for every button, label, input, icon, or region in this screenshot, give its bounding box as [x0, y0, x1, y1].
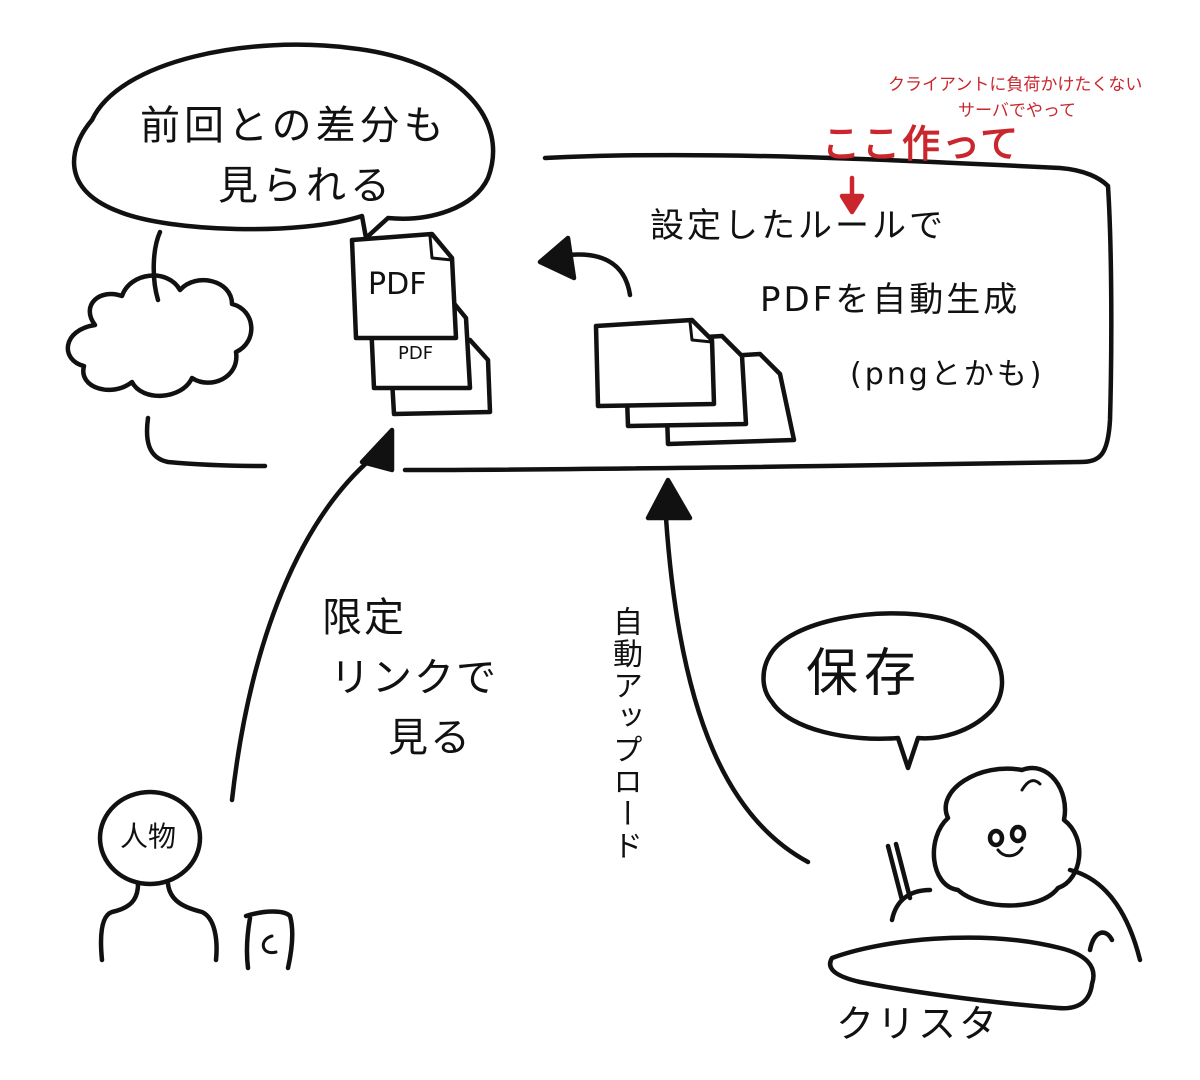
file-stack-icon: [593, 317, 717, 409]
server-note-line2: サーバでやって: [958, 101, 1076, 121]
pdf-back-label: PDF: [398, 343, 434, 364]
red-pointer-arrow-head: [839, 193, 865, 215]
server-box-left: [144, 229, 268, 469]
view-arrow-shaft: [229, 455, 375, 803]
upload-arrow-head: [645, 477, 693, 521]
view-arrow-head: [359, 427, 395, 473]
pen-icon: [885, 841, 913, 903]
artist-icon: [889, 765, 1143, 963]
generate-arrow-head: [537, 235, 577, 281]
clip-studio-label: クリスタ: [836, 1002, 1001, 1046]
diff-label-line1: 前回との差分も: [140, 103, 448, 149]
auto-generate-line1: 設定したルールで: [650, 206, 946, 246]
server-box-top-right: [402, 152, 1114, 473]
cloud-icon: [65, 273, 254, 398]
person-label: 人物: [120, 820, 177, 853]
pdf-front-label: PDF: [368, 267, 427, 302]
auto-upload-label: 自動アップロード: [607, 606, 642, 862]
limited-link-line2: リンクで: [330, 655, 498, 701]
limited-link-line3: 見る: [388, 715, 472, 761]
limited-link-line1: 限定: [322, 595, 406, 641]
phone-icon: [243, 909, 295, 971]
auto-generate-line2: PDFを自動生成: [760, 280, 1021, 320]
diff-speech-bubble: [71, 42, 496, 241]
server-note-line1: クライアントに負荷かけたくない: [888, 75, 1143, 95]
diff-label-line2: 見られる: [218, 163, 394, 209]
tablet-icon: [827, 935, 1096, 1011]
save-label: 保存: [806, 644, 923, 704]
upload-arrow-shaft: [663, 515, 811, 865]
auto-generate-line3: (pngとかも): [850, 357, 1045, 392]
person-icon: [97, 789, 219, 963]
save-speech-bubble: [761, 611, 1005, 771]
build-here-label: ここ作って: [822, 122, 1021, 166]
pdf-document-icon: [349, 231, 459, 341]
